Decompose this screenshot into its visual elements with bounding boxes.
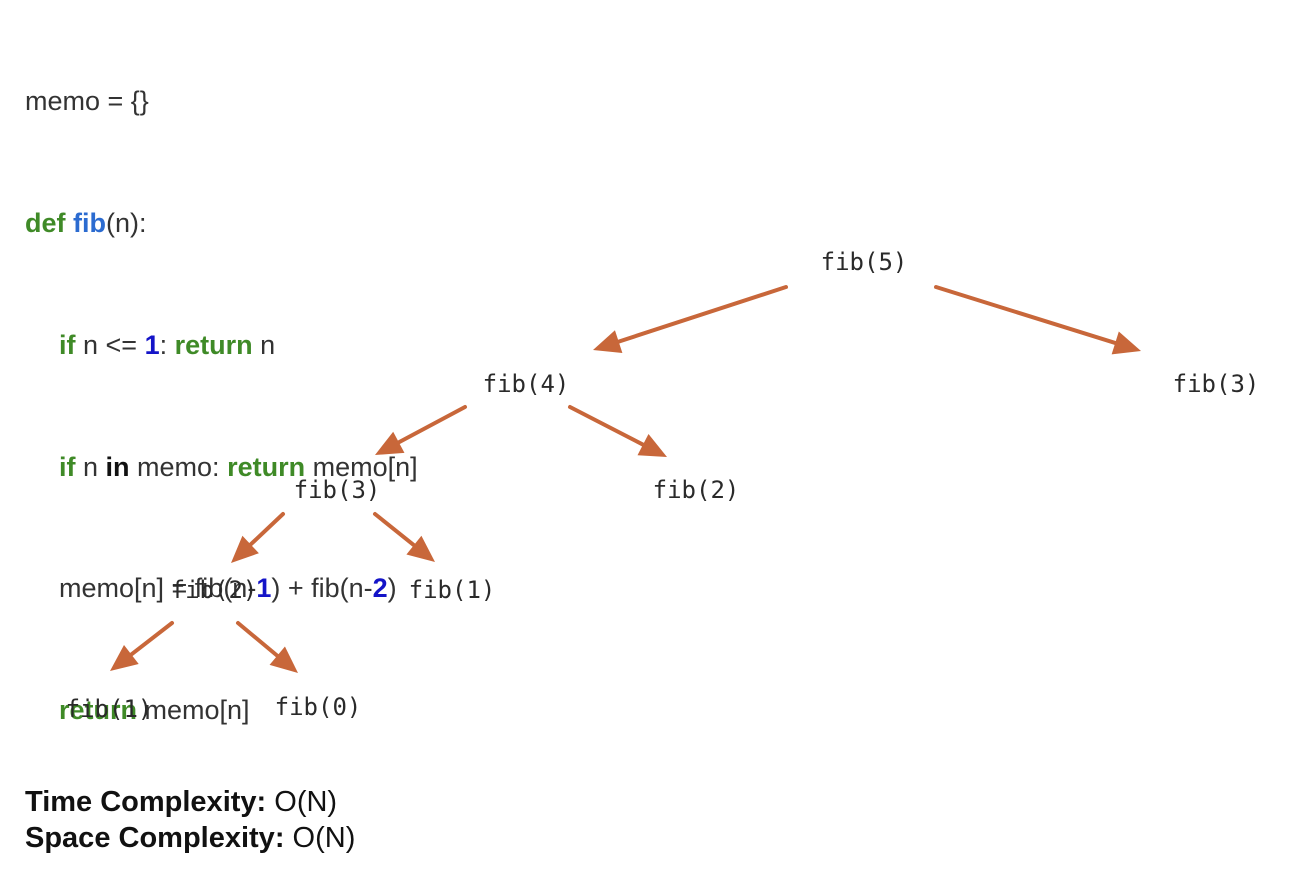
keyword-return: return (227, 451, 306, 482)
node-fib3: fib(3) (294, 476, 381, 504)
arrowhead-icon (593, 330, 623, 354)
code-text: ) (387, 573, 397, 604)
keyword-if: if (59, 451, 76, 482)
complexity-block: Time Complexity: O(N) Space Complexity: … (25, 784, 355, 856)
node-fib5: fib(5) (821, 248, 908, 276)
code-line-2: def fib(n): (25, 203, 418, 244)
edge-fib4-to-fib3 (375, 405, 467, 455)
arrowhead-icon (269, 646, 298, 673)
function-name: fib (73, 207, 107, 238)
code-text: memo[n] (137, 695, 250, 726)
code-line-3: if n <= 1: return n (25, 325, 418, 366)
keyword-in: in (105, 451, 130, 482)
node-fib3_right: fib(3) (1173, 370, 1260, 398)
keyword-if: if (59, 329, 76, 360)
edge-fib2-to-fib0 (236, 621, 298, 673)
code-text: : (159, 329, 175, 360)
time-complexity-value: O(N) (266, 786, 338, 818)
code-text: n (75, 451, 106, 482)
code-text: ) + fib(n- (271, 573, 373, 604)
edge-fib2-to-fib1 (110, 621, 174, 671)
keyword-return: return (174, 329, 253, 360)
code-line-1: memo = {} (25, 81, 418, 122)
space-complexity-label: Space Complexity: (25, 822, 285, 854)
time-complexity-label: Time Complexity: (25, 786, 267, 818)
code-line-5: memo[n] = fib(n-1) + fib(n-2) (25, 568, 418, 609)
code-block: memo = {} def fib(n): if n <= 1: return … (25, 0, 418, 771)
code-text: memo = {} (25, 86, 149, 117)
code-text: memo[n] (305, 451, 418, 482)
node-fib4: fib(4) (483, 370, 570, 398)
arrowhead-icon (1111, 331, 1141, 355)
edge-line (373, 512, 418, 549)
time-complexity: Time Complexity: O(N) (25, 784, 355, 820)
code-line-4: if n in memo: return memo[n] (25, 447, 418, 488)
node-fib1_right: fib(1) (409, 576, 496, 604)
arrowhead-icon (110, 644, 139, 671)
keyword-return: return (59, 695, 138, 726)
number-literal: 1 (144, 329, 160, 360)
number-literal: 2 (372, 573, 388, 604)
edge-line (127, 621, 174, 658)
edge-fib5-to-fib3_right (934, 285, 1141, 355)
keyword-def: def (25, 207, 66, 238)
arrowhead-icon (375, 431, 405, 455)
code-text: (n): (106, 207, 147, 238)
arrowhead-icon (406, 535, 435, 562)
edge-line (614, 285, 788, 345)
code-text: memo[n] = fib(n- (59, 573, 257, 604)
number-literal: 1 (256, 573, 272, 604)
node-fib1: fib(1) (66, 695, 153, 723)
code-line-6: return memo[n] (25, 690, 418, 731)
edge-fib5-to-fib4 (593, 285, 788, 354)
code-text: n <= (75, 329, 145, 360)
arrowhead-icon (637, 433, 667, 457)
node-fib0: fib(0) (275, 693, 362, 721)
node-fib2: fib(2) (171, 576, 258, 604)
edge-fib3-to-fib1_right (373, 512, 435, 562)
code-text: memo: (129, 451, 228, 482)
edge-fib3-to-fib2 (231, 512, 285, 563)
edge-line (247, 512, 285, 548)
code-text: n (252, 329, 276, 360)
space-complexity-value: O(N) (284, 822, 356, 854)
edge-line (395, 405, 467, 446)
edge-line (934, 285, 1120, 346)
node-fib2_right: fib(2) (653, 476, 740, 504)
space-complexity: Space Complexity: O(N) (25, 820, 355, 856)
arrowhead-icon (231, 535, 259, 563)
edge-line (568, 405, 647, 448)
edge-fib4-to-fib2_right (568, 405, 667, 457)
edge-line (236, 621, 281, 659)
